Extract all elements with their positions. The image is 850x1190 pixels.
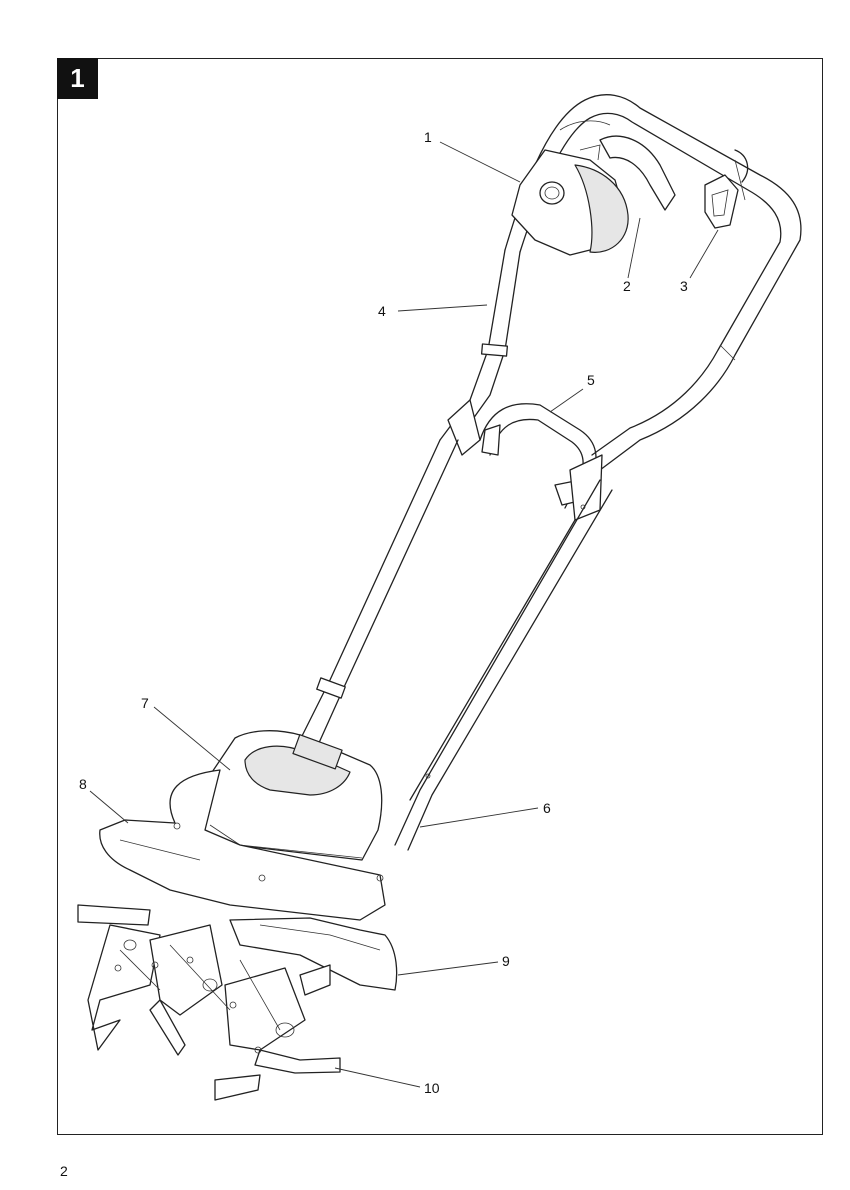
callout-4: 4	[378, 304, 386, 318]
callout-8: 8	[79, 777, 87, 791]
handle-tube	[440, 250, 520, 440]
callout-7: 7	[141, 696, 149, 710]
callout-6: 6	[543, 801, 551, 815]
callout-9: 9	[502, 954, 510, 968]
callout-2: 2	[623, 279, 631, 293]
callout-1: 1	[424, 130, 432, 144]
middle-handle	[448, 400, 602, 520]
cable-hook	[705, 150, 748, 228]
callout-10: 10	[424, 1081, 440, 1095]
callout-3: 3	[680, 279, 688, 293]
callout-5: 5	[587, 373, 595, 387]
page-number: 2	[60, 1163, 68, 1179]
switch-box	[512, 136, 675, 255]
